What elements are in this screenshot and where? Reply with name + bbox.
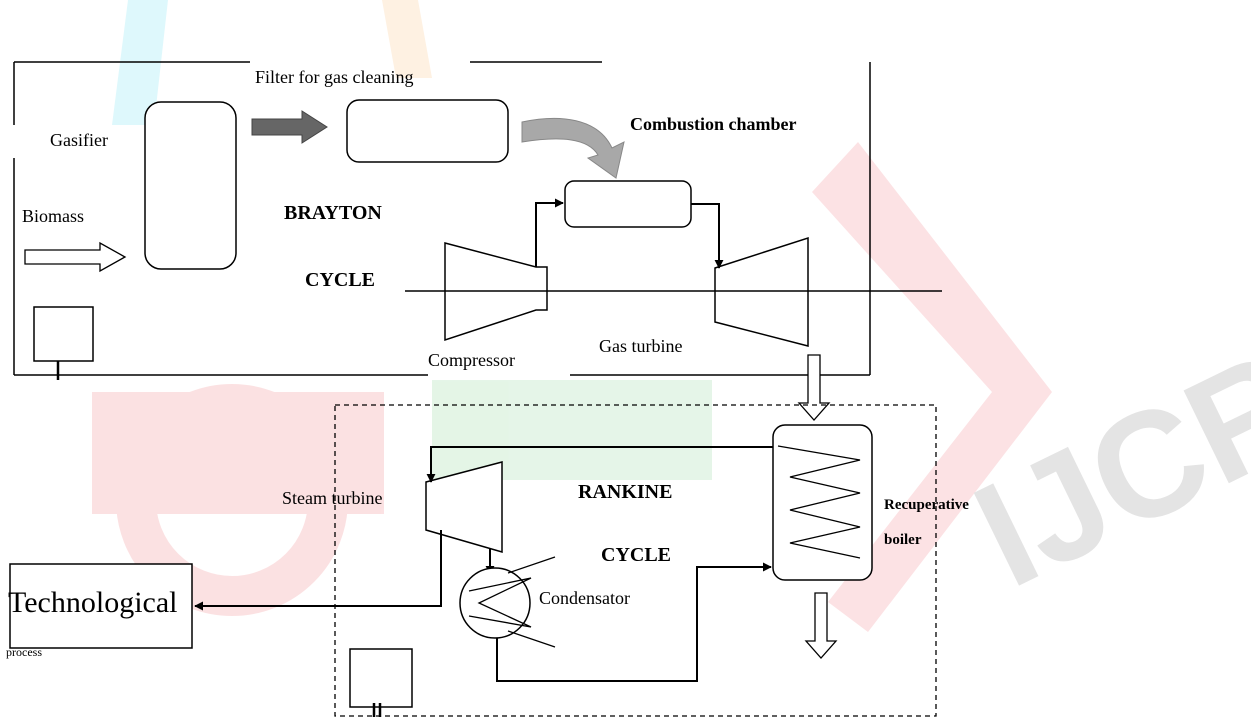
compressor-to-combustion-line [535,198,564,267]
gasifier-label: Gasifier [50,130,108,150]
gas-filter [346,99,509,163]
biomass-label: Biomass [22,206,84,226]
watermark-gear [116,384,348,616]
rankine-generator [349,648,413,708]
filter-to-combustion-arrow [521,117,625,179]
gas-turbine [714,236,809,347]
gasifier-vessel [144,101,237,270]
condensator [459,567,531,639]
watermark-orange-shape [382,0,432,78]
process-label-small: process [6,645,42,659]
boiler-label-line2: boiler [884,532,922,548]
technological-process-box [9,563,193,649]
compressor-label: Compressor [428,350,515,370]
watermark-logo [92,0,1052,632]
combustion-chamber-label: Combustion chamber [630,114,797,134]
condensator-coil [468,577,532,628]
technological-process-label: Technological [8,586,178,619]
boiler-to-steam-turbine-line [426,446,773,483]
watermark-green-shape [432,380,712,480]
biomass-arrow [24,241,127,273]
condensator-cooling-out [507,630,556,648]
condensator-cooling-in [507,556,556,574]
extraction-to-process-line [194,530,442,611]
filter-label: Filter for gas cleaning [255,67,413,87]
rankine-enclosure [334,404,937,717]
condensator-label: Condensator [539,588,630,608]
combustion-to-turbine-line [691,203,724,269]
steam-turbine-label: Steam turbine [282,488,382,508]
gas-turbine-label: Gas turbine [599,336,682,356]
combustion-chamber [564,180,692,228]
brayton-cycle-subtitle: CYCLE [305,269,375,291]
steam-turbine [425,461,503,553]
rankine-cycle-subtitle: CYCLE [601,544,671,566]
gas-to-filter-arrow [251,110,328,144]
exhaust-to-boiler-arrow [797,354,831,421]
watermark-red-chevron [812,142,1052,632]
boiler-label-line1: Recuperative [884,497,969,513]
feedwater-line [496,562,772,682]
stack-exhaust-arrow [804,592,838,659]
rankine-cycle-title: RANKINE [578,481,672,503]
brayton-cycle-title: BRAYTON [284,202,382,224]
brayton-generator [33,306,94,362]
brayton-enclosure [13,61,871,376]
boiler-coil [777,445,861,559]
